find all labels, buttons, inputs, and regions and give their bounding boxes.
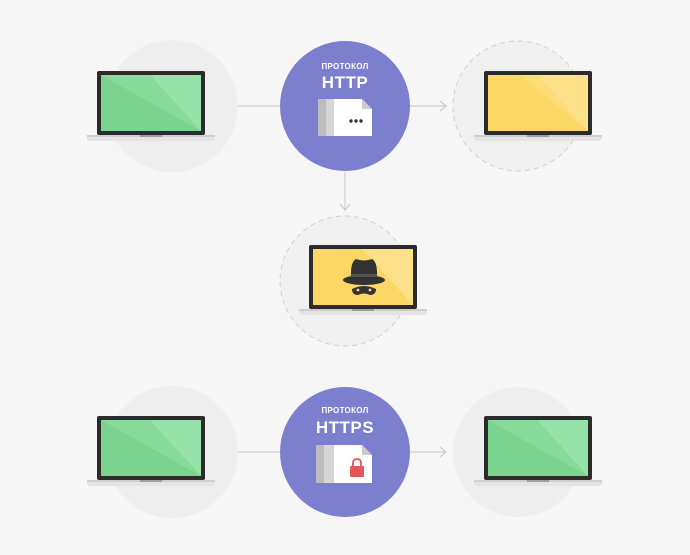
https-protocol-caption: ПРОТОКОЛ: [321, 406, 369, 415]
laptop-icon: [474, 416, 602, 486]
laptop-icon: [87, 416, 215, 486]
laptop-icon: [474, 71, 602, 141]
https-receiver-node: [453, 387, 602, 517]
http-protocol-caption: ПРОТОКОЛ: [321, 62, 369, 71]
https-protocol-node: [280, 387, 410, 517]
https-sender-node: [87, 386, 238, 518]
https-protocol-name: HTTPS: [315, 418, 375, 437]
laptop-icon: [87, 71, 215, 141]
document-dots-icon: [318, 99, 372, 136]
https-arrow-right: [410, 446, 447, 458]
http-receiver-node: [452, 40, 602, 172]
document-lock-icon: [316, 445, 372, 483]
http-sender-node: [87, 40, 238, 172]
http-arrow-right: [410, 100, 447, 112]
http-protocol-node: [280, 41, 410, 171]
http-interceptor-node: [279, 215, 427, 347]
http-protocol-name: HTTP: [321, 73, 369, 92]
http-arrow-down: [339, 172, 351, 211]
spy-icon: [343, 259, 385, 295]
